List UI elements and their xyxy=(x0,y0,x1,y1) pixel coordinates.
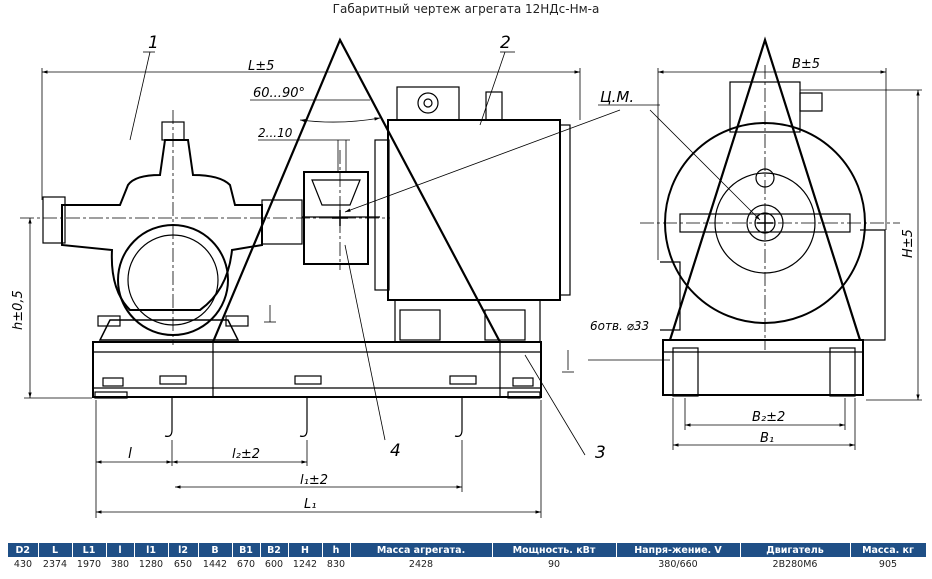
table-header-cell: B2 xyxy=(260,543,289,557)
table-header-cell: Масса агрегата. xyxy=(350,543,493,557)
table-header-cell: l1 xyxy=(134,543,169,557)
callout-1: 1 xyxy=(148,33,159,53)
dimension-drawing: L±5 60...90° 2...10 h±0,5 H±5 B±5 B₁ B₂±… xyxy=(11,33,922,518)
table-cell: 1280 xyxy=(138,559,164,570)
table-cell: 830 xyxy=(326,559,346,570)
table-header-cell: h xyxy=(322,543,351,557)
table-cell: 600 xyxy=(264,559,284,570)
table-header-cell: Масса. кг xyxy=(850,543,927,557)
table-header-cell: D2 xyxy=(8,543,39,557)
table-row: 430 2374 1970 380 1280 650 1442 670 600 1242 830 24… xyxy=(8,557,926,572)
motor-front xyxy=(374,86,571,343)
table-cell: 380/660 xyxy=(658,559,698,570)
table-cell: 430 xyxy=(13,559,33,570)
label-gap: 2...10 xyxy=(258,126,293,140)
drawing-title: Габаритный чертеж агрегата 12НДс-Нм-а xyxy=(332,2,600,16)
table-header-cell: Напря-жение. V xyxy=(616,543,741,557)
base-frame xyxy=(92,341,542,398)
pump-side-view xyxy=(660,81,886,397)
table-header-cell: L xyxy=(38,543,73,557)
table-cell: 1442 xyxy=(202,559,228,570)
table-header-cell: L1 xyxy=(72,543,107,557)
label-B2: B₂±2 xyxy=(752,410,785,425)
table-header-cell: B1 xyxy=(232,543,261,557)
label-l2: l₂±2 xyxy=(232,447,260,462)
table-cell: 650 xyxy=(173,559,193,570)
table-cell: 1970 xyxy=(76,559,102,570)
table-cell: 380 xyxy=(110,559,130,570)
sling-lines xyxy=(211,36,862,343)
table-header-cell: l xyxy=(106,543,135,557)
label-L: L±5 xyxy=(248,59,274,74)
table-cell: 1242 xyxy=(292,559,318,570)
label-holes: 6отв. ⌀33 xyxy=(590,319,649,333)
table-header-cell: l2 xyxy=(168,543,199,557)
label-B: B±5 xyxy=(792,57,820,72)
table-header-cell: Мощность. кВт xyxy=(492,543,617,557)
callout-2: 2 xyxy=(500,33,511,53)
table-cell: 670 xyxy=(236,559,256,570)
table-cell: 90 xyxy=(547,559,561,570)
label-angle: 60...90° xyxy=(253,86,305,101)
foundation-bolts xyxy=(94,375,541,437)
table-header-cell: B xyxy=(198,543,233,557)
label-L1: L₁ xyxy=(304,497,316,512)
callout-4: 4 xyxy=(390,441,401,461)
label-H: H±5 xyxy=(901,229,916,258)
table-cell: 2428 xyxy=(408,559,434,570)
label-B1: B₁ xyxy=(760,431,774,446)
callout-3: 3 xyxy=(595,443,606,463)
table-cell: 2В280М6 xyxy=(772,559,818,570)
table-cell: 2374 xyxy=(42,559,68,570)
pump-front xyxy=(42,121,303,341)
label-h: h±0,5 xyxy=(11,290,26,330)
label-center-mass: Ц.М. xyxy=(600,88,634,106)
label-l1: l₁±2 xyxy=(300,473,328,488)
table-cell: 905 xyxy=(878,559,898,570)
label-l: l xyxy=(128,446,132,462)
table-header-cell: H xyxy=(288,543,323,557)
table-header-cell: Двигатель xyxy=(740,543,851,557)
